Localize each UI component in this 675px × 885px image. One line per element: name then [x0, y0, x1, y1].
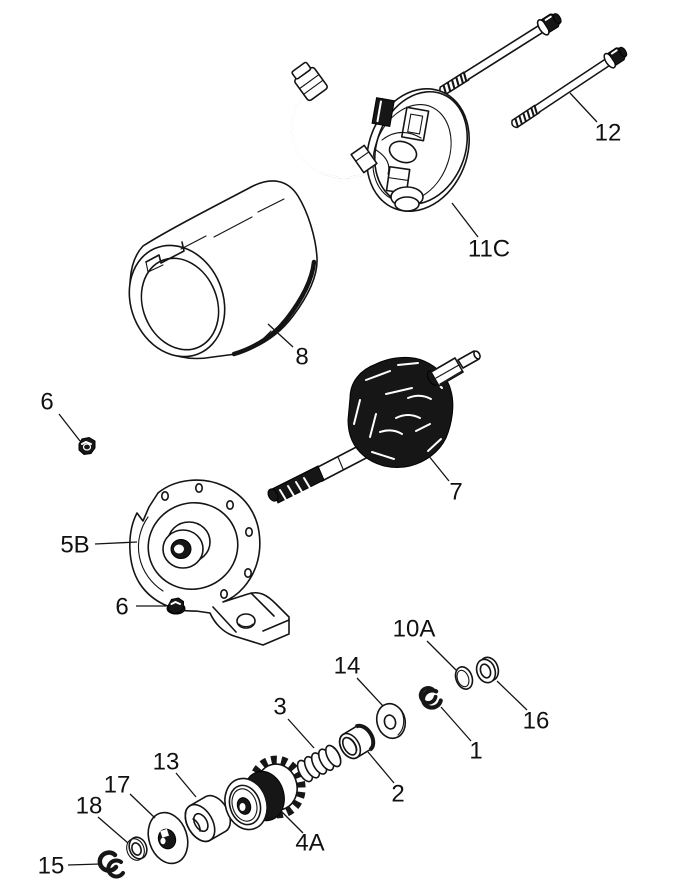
- stop-collar-2: [338, 723, 376, 760]
- through-bolt-pair: [434, 8, 631, 134]
- snap-ring-front: [97, 850, 125, 879]
- drive-clutch-gear-4A: [224, 755, 306, 831]
- small-ring-18: [126, 836, 148, 861]
- leader-line-1: [440, 706, 472, 742]
- leader-line-10A: [426, 640, 458, 672]
- part-label-15: 15: [38, 853, 65, 880]
- hex-nut-lower: [166, 597, 186, 615]
- leader-line-3: [287, 718, 315, 749]
- hex-nut-upper: [78, 436, 96, 456]
- brake-washer-17: [147, 811, 189, 865]
- part-label-13: 13: [153, 749, 180, 776]
- leader-line-6-upper: [58, 413, 81, 442]
- snap-ring-rear-1: [418, 686, 443, 710]
- flat-washer-14: [375, 702, 407, 740]
- part-label-1: 1: [469, 738, 482, 765]
- bracket-rim-holes: [161, 482, 254, 599]
- wire-connector: [291, 61, 328, 102]
- part-label-14: 14: [334, 653, 361, 680]
- leader-line-17: [129, 793, 156, 819]
- part-label-17: 17: [104, 772, 131, 799]
- end-bracket: [129, 479, 290, 646]
- part-label-3: 3: [273, 694, 286, 721]
- part-label-7: 7: [449, 479, 462, 506]
- leader-line-8: [267, 323, 294, 348]
- thin-washer-10A: [454, 666, 474, 690]
- part-label-5B: 5B: [60, 532, 89, 559]
- part-label-18: 18: [76, 793, 103, 820]
- leader-line-2: [367, 751, 395, 784]
- lead-wire: [291, 91, 369, 179]
- part-label-2: 2: [391, 781, 404, 808]
- brush-box-3: [350, 144, 378, 174]
- spacer-bushing-13: [184, 794, 232, 843]
- through-bolt-1: [434, 8, 566, 101]
- leader-line-14: [356, 677, 384, 707]
- housing-opening: [128, 244, 226, 358]
- brush-box-2: [400, 106, 430, 142]
- armature: [267, 350, 481, 504]
- coil-spring-3: [296, 744, 342, 783]
- part-label-4A: 4A: [295, 830, 324, 857]
- part-label-8: 8: [295, 344, 308, 371]
- brush-box-1: [371, 97, 395, 127]
- brush-holder-assembly: [290, 61, 470, 213]
- part-label-12: 12: [595, 120, 622, 147]
- leader-line-16: [496, 680, 528, 711]
- retainer-ring-16: [475, 656, 500, 684]
- leader-line-4A: [280, 810, 304, 834]
- leader-line-18: [97, 816, 129, 844]
- armature-core: [347, 356, 454, 469]
- part-label-10A: 10A: [393, 616, 436, 643]
- part-label-16: 16: [523, 708, 550, 735]
- mounting-foot: [212, 592, 290, 633]
- leader-line-15: [67, 863, 101, 866]
- part-label-6-upper: 6: [40, 389, 53, 416]
- leader-line-13: [175, 772, 197, 798]
- leader-line-7: [427, 454, 450, 482]
- field-frame-housing: [128, 180, 318, 360]
- leader-line-11C: [451, 202, 479, 238]
- part-label-11C: 11C: [468, 236, 510, 263]
- leader-line-5B: [94, 541, 138, 545]
- leader-line-12: [569, 92, 598, 123]
- part-label-6-lower: 6: [115, 594, 128, 621]
